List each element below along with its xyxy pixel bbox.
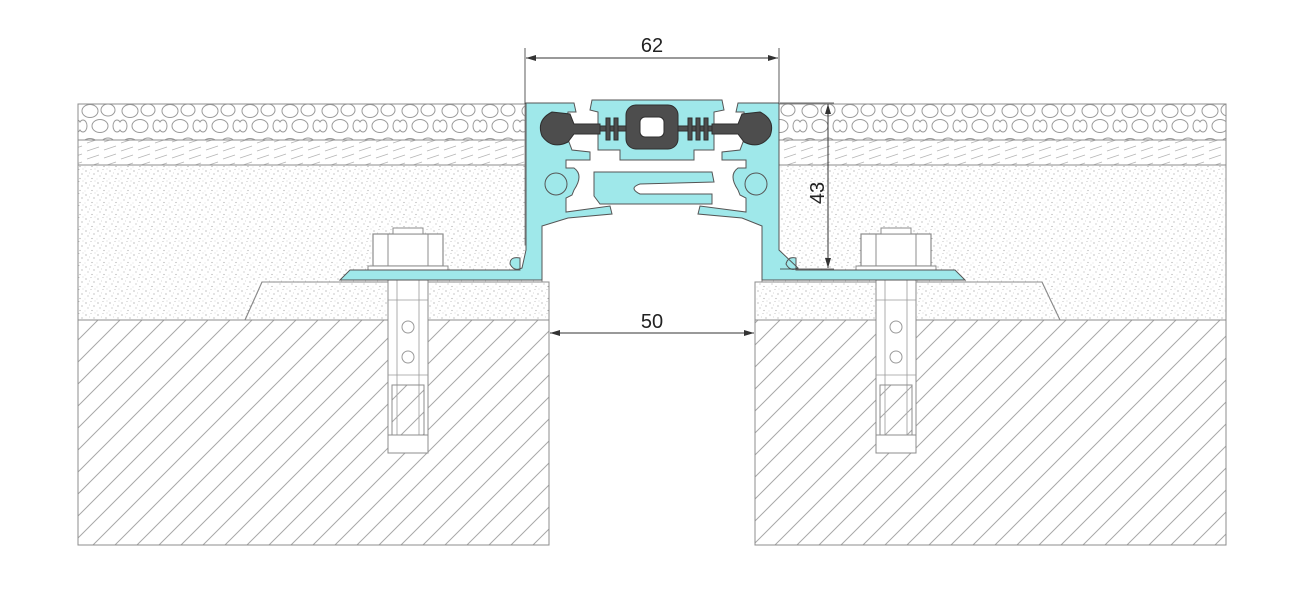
- aluminium-profile: [338, 99, 967, 281]
- left-pivot-lug: [544, 172, 568, 196]
- left-anchor-expansion-cone: [391, 384, 425, 436]
- right-concrete-base: [754, 319, 1227, 546]
- left-pebble-surface: [77, 103, 526, 141]
- right-anchor-bolt: [855, 227, 937, 454]
- dimension-top-label: 62: [641, 35, 663, 57]
- dimension-gap-width: 50: [550, 311, 754, 336]
- left-substrate: [77, 103, 550, 546]
- right-rubber-bulb: [711, 111, 773, 146]
- sliding-tongue: [593, 171, 715, 205]
- rubber-insert: [539, 104, 773, 150]
- dimension-height-label: 43: [807, 182, 829, 204]
- left-adhesive-band: [77, 139, 526, 166]
- left-rubber-bulb: [539, 111, 601, 146]
- dimension-top-width: 62: [524, 35, 780, 104]
- left-bolt-nut: [372, 233, 444, 267]
- right-adhesive-band: [778, 139, 1227, 166]
- left-aluminium-profile: [338, 102, 613, 281]
- dimension-height: 43: [780, 102, 834, 270]
- left-anchor-bolt: [367, 227, 449, 454]
- left-concrete-base: [77, 319, 550, 546]
- right-substrate: [754, 103, 1227, 546]
- center-rubber-window: [639, 116, 665, 138]
- right-bolt-nut: [860, 233, 932, 267]
- right-aluminium-profile: [697, 102, 967, 281]
- right-anchor-expansion-cone: [879, 384, 913, 436]
- right-pebble-surface: [778, 103, 1227, 141]
- right-pivot-lug: [744, 172, 768, 196]
- dimension-gap-label: 50: [641, 311, 663, 333]
